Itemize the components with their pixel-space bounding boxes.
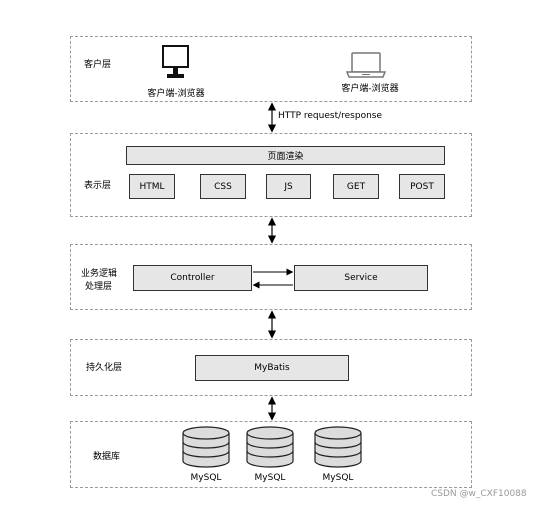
persistence-layer-label: 持久化层 <box>86 363 123 373</box>
client-desktop-caption: 客户端-浏览器 <box>147 89 205 99</box>
client-laptop-caption: 客户端-浏览器 <box>341 84 399 94</box>
mysql-label: MySQL <box>254 473 286 483</box>
http-request-label: HTTP request/response <box>278 111 383 121</box>
service-box: Service <box>294 265 428 291</box>
page-render-box: 页面渲染 <box>126 146 445 165</box>
css-box: CSS <box>200 174 246 199</box>
mybatis-box: MyBatis <box>195 355 349 381</box>
post-box: POST <box>399 174 445 199</box>
watermark: CSDN @w_CXF10088 <box>431 489 527 499</box>
html-box: HTML <box>129 174 175 199</box>
client-layer <box>70 36 472 102</box>
client-layer-label: 客户层 <box>84 60 112 70</box>
business-layer-label-line1: 业务逻辑 <box>81 269 118 279</box>
controller-box: Controller <box>133 265 252 291</box>
persistence-layer <box>70 339 472 396</box>
database-layer-label: 数据库 <box>93 452 121 462</box>
business-layer-label-line2: 处理层 <box>85 282 113 292</box>
mysql-label: MySQL <box>322 473 354 483</box>
get-box: GET <box>333 174 379 199</box>
presentation-layer-label: 表示层 <box>84 181 112 191</box>
mysql-label: MySQL <box>190 473 222 483</box>
js-box: JS <box>266 174 311 199</box>
